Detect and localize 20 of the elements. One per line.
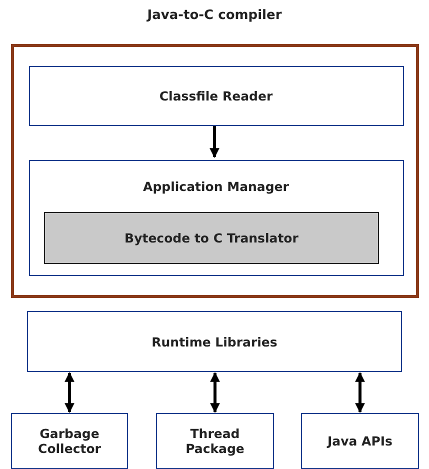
box-label: Application Manager	[142, 178, 290, 194]
box-label: Classfile Reader	[158, 88, 274, 103]
translator-box	[44, 212, 379, 264]
arrow	[355, 372, 365, 413]
box-label: Garbage Collector	[37, 426, 102, 456]
box-label: Thread Package	[184, 426, 246, 456]
component-box	[27, 311, 402, 372]
box-label: Runtime Libraries	[150, 334, 278, 349]
frame-box	[11, 44, 419, 298]
component-box	[156, 413, 274, 469]
component-box	[11, 413, 128, 469]
component-box	[28, 160, 404, 276]
component-box	[28, 66, 404, 126]
box-label: Java APIs	[326, 434, 394, 448]
arrow	[64, 372, 74, 413]
arrow	[210, 372, 220, 413]
diagram-title: Java-to-C compiler	[146, 8, 283, 23]
component-box	[301, 413, 419, 469]
arrow	[210, 125, 220, 158]
box-label: Bytecode to C Translator	[124, 230, 300, 246]
